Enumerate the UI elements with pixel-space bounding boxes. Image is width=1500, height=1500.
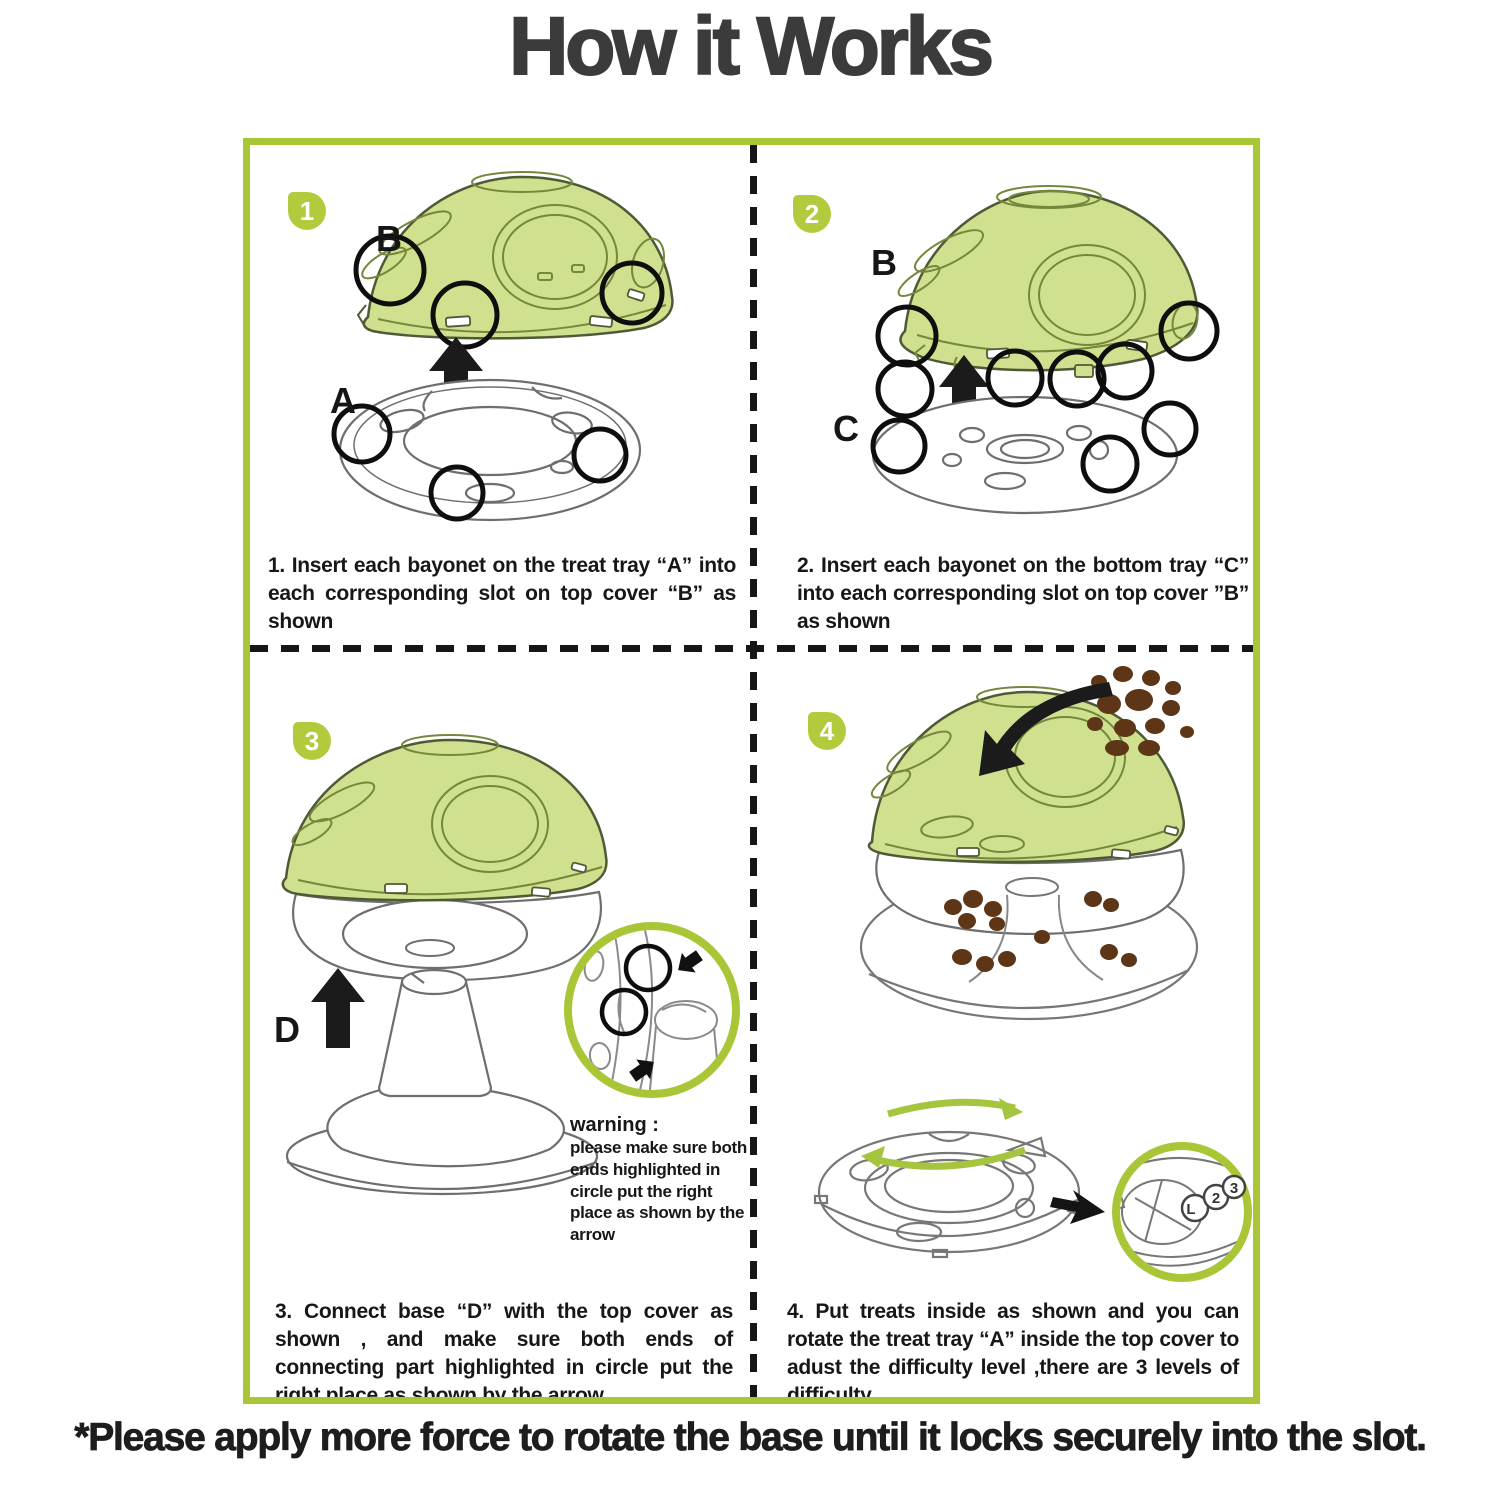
lock-arrow-icon [1050,1190,1105,1224]
step-1-panel: B A 1 1. Insert each bayonet on the trea… [250,145,750,645]
treat-cluster [1087,666,1194,756]
step-3-caption: 3. Connect base “D” with the top cover a… [275,1300,733,1397]
base-d-drawing [285,968,599,1196]
up-arrow-icon [311,968,365,1048]
top-cover-drawing [867,686,1186,864]
label-top-cover-b: B [376,218,402,259]
step3-illustration: D [274,734,740,1196]
step-4-badge: 4 [808,712,846,750]
step-4-panel: L 2 3 4 4. Put treats inside as shown an… [757,652,1253,1397]
warning-title: warning : [570,1114,659,1136]
step2-illustration: B C [833,185,1220,515]
difficulty-detail-inset: L 2 3 [1112,1142,1252,1282]
level-mark-3: 3 [1230,1180,1238,1197]
step-3-panel: D [250,652,750,1397]
detail-arrow-icons [629,950,703,1082]
step1-illustration: B A [330,171,674,522]
step4-illustration: L 2 3 [813,666,1252,1282]
treats-inside [944,890,1137,972]
label-top-cover-b: B [871,242,897,283]
bayonet-highlight-circles [331,403,629,522]
warning-body: please make sure both ends highlighted i… [570,1138,747,1244]
step-2-badge: 2 [793,195,831,233]
step-1-badge: 1 [288,192,326,230]
instruction-panel: B A 1 1. Insert each bayonet on the trea… [243,138,1260,1404]
warning-note: warning : please make sure both ends hig… [570,1114,748,1246]
step-1-caption: 1. Insert each bayonet on the treat tray… [268,554,736,633]
level-mark-2: 2 [1212,1190,1220,1207]
up-arrow-icon [429,337,483,413]
horizontal-dashed-divider [250,645,1253,652]
vertical-dashed-divider [750,145,757,1397]
level-mark-1: L [1186,1201,1195,1218]
slot-highlight-circles [353,233,665,350]
top-cover-b-underside-drawing [897,185,1199,378]
bayonet-slot-highlight-circles [870,300,1220,494]
label-base-d: D [274,1009,300,1050]
footnote: *Please apply more force to rotate the b… [74,1416,1428,1460]
label-bottom-tray-c: C [833,408,859,449]
step-4-caption: 4. Put treats inside as shown and you ca… [787,1300,1239,1397]
pour-arrow-icon [979,682,1113,776]
step-2-panel: B C 2 2. Insert each bayonet on the bott… [757,145,1253,645]
label-treat-tray-a: A [330,380,356,421]
page-title: How it Works [508,0,995,93]
up-arrow-icon [939,355,989,425]
assembled-cover-drawing [281,734,608,982]
step-2-caption: 2. Insert each bayonet on the bottom tra… [797,554,1249,633]
connection-detail-inset [564,922,740,1098]
rotation-arrows [861,1098,1027,1170]
rotating-tray-drawing [813,1130,1084,1259]
top-cover-b-drawing [356,171,674,340]
step-3-badge: 3 [293,722,331,760]
